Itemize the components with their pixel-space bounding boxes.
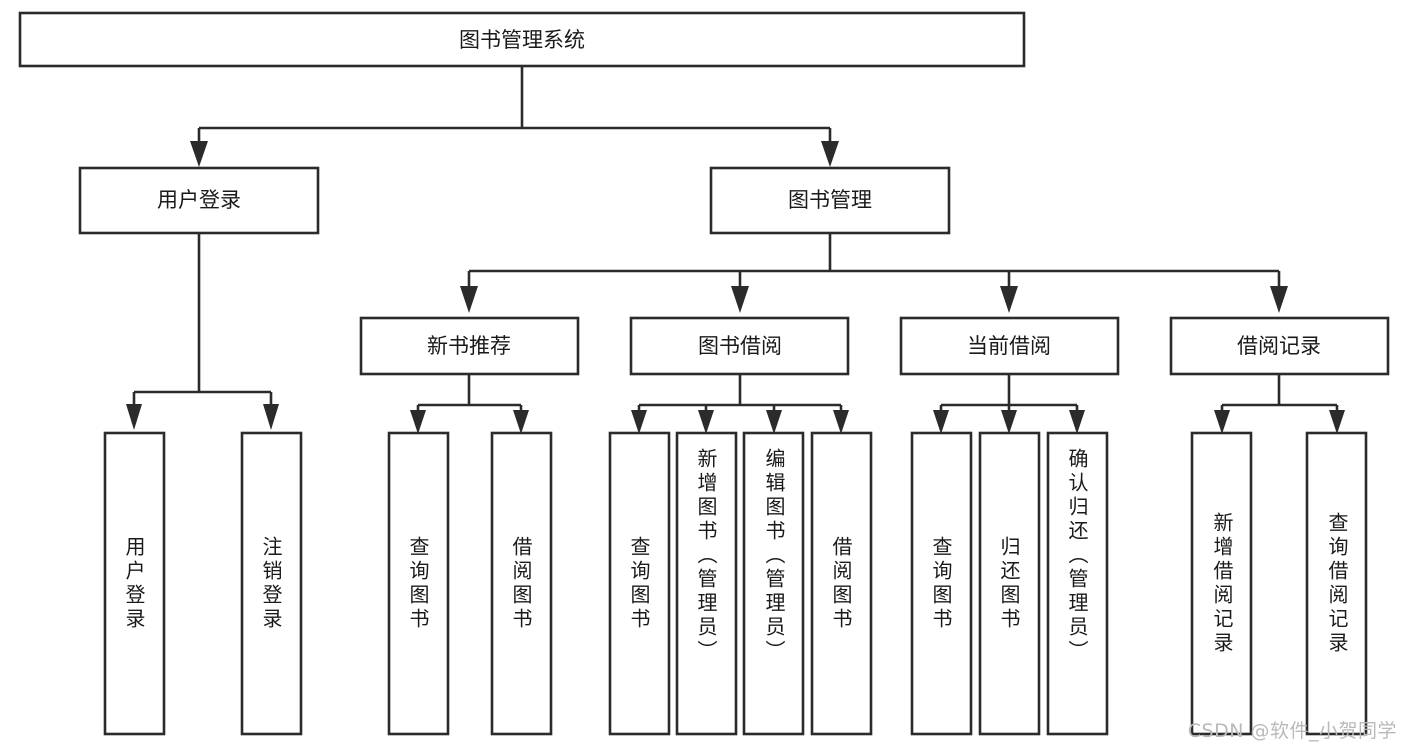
node-borrow-record[interactable]: 借阅记录 xyxy=(1169,316,1390,376)
arrowhead-leaf-user-login xyxy=(126,404,142,430)
arrowhead-leaf-user-logout xyxy=(263,404,279,430)
arrowhead-leaf-query-book-2 xyxy=(631,410,647,434)
arrowhead-user-login xyxy=(190,141,208,167)
node-leaf-query-book-2-label: 查询图书 xyxy=(627,536,651,632)
node-leaf-user-login[interactable]: 用户登录 xyxy=(103,431,166,736)
arrowhead-leaf-add-record xyxy=(1214,410,1230,434)
connector-group-root xyxy=(190,66,839,167)
node-leaf-user-logout[interactable]: 注销登录 xyxy=(240,431,303,736)
node-leaf-return-book-box[interactable] xyxy=(978,431,1041,736)
node-leaf-return-book[interactable]: 归还图书 xyxy=(978,431,1041,736)
connector-group-book-borrow xyxy=(631,374,849,434)
arrowhead-current-borrow xyxy=(1000,286,1018,313)
connector-group-borrow-record xyxy=(1214,374,1345,434)
node-leaf-add-record-label: 新增借阅记录 xyxy=(1210,512,1234,656)
node-leaf-edit-book-box[interactable] xyxy=(742,431,805,736)
node-leaf-query-book-1-label: 查询图书 xyxy=(406,536,430,632)
arrowhead-leaf-query-book-3 xyxy=(933,410,949,434)
connector-group-book-management xyxy=(460,233,1288,313)
node-current-borrow[interactable]: 当前借阅 xyxy=(899,316,1120,376)
node-leaf-query-book-1-box[interactable] xyxy=(387,431,450,736)
arrowhead-new-book-recommend xyxy=(460,286,478,313)
node-user-login[interactable]: 用户登录 xyxy=(78,166,320,235)
node-leaf-query-book-3[interactable]: 查询图书 xyxy=(910,431,973,736)
node-book-borrow-label: 图书借阅 xyxy=(698,334,782,358)
connector-group-new-book-recommend xyxy=(410,374,529,434)
node-borrow-record-label: 借阅记录 xyxy=(1237,334,1321,358)
node-leaf-add-book-label: 新增图书（管理员） xyxy=(694,448,718,664)
connector-group-user-login xyxy=(126,233,279,430)
node-leaf-borrow-book-2-label: 借阅图书 xyxy=(829,536,853,632)
node-leaf-query-record[interactable]: 查询借阅记录 xyxy=(1305,431,1368,736)
node-leaf-add-book-box[interactable] xyxy=(675,431,738,736)
arrowhead-leaf-borrow-book-1 xyxy=(513,410,529,434)
node-book-management-box[interactable] xyxy=(709,166,951,235)
node-leaf-edit-book[interactable]: 编辑图书（管理员） xyxy=(742,431,805,736)
arrowhead-book-management xyxy=(821,141,839,167)
node-new-book-recommend-label: 新书推荐 xyxy=(427,334,511,358)
node-leaf-user-logout-box[interactable] xyxy=(240,431,303,736)
node-new-book-recommend[interactable]: 新书推荐 xyxy=(359,316,580,376)
node-current-borrow-label: 当前借阅 xyxy=(967,334,1051,358)
node-root-box[interactable] xyxy=(18,11,1026,68)
node-leaf-add-record[interactable]: 新增借阅记录 xyxy=(1190,431,1253,736)
node-leaf-borrow-book-2-box[interactable] xyxy=(810,431,873,736)
node-leaf-query-book-2[interactable]: 查询图书 xyxy=(608,431,671,736)
arrowhead-leaf-query-book-1 xyxy=(410,410,426,434)
node-new-book-recommend-box[interactable] xyxy=(359,316,580,376)
node-root-label: 图书管理系统 xyxy=(459,28,585,52)
node-leaf-user-logout-label: 注销登录 xyxy=(259,536,283,632)
node-leaf-query-record-label: 查询借阅记录 xyxy=(1325,512,1349,656)
node-book-borrow-box[interactable] xyxy=(629,316,850,376)
arrowhead-leaf-return-book xyxy=(1001,410,1017,434)
node-leaf-borrow-book-1-label: 借阅图书 xyxy=(509,536,533,632)
connector-group-current-borrow xyxy=(933,374,1085,434)
arrowhead-book-borrow xyxy=(731,286,749,313)
node-leaf-user-login-label: 用户登录 xyxy=(122,536,146,632)
node-leaf-add-record-box[interactable] xyxy=(1190,431,1253,736)
arrowhead-leaf-edit-book xyxy=(766,410,782,434)
node-leaf-borrow-book-1[interactable]: 借阅图书 xyxy=(490,431,553,736)
node-leaf-borrow-book-1-box[interactable] xyxy=(490,431,553,736)
node-borrow-record-box[interactable] xyxy=(1169,316,1390,376)
arrowhead-leaf-query-record xyxy=(1329,410,1345,434)
node-book-management-label: 图书管理 xyxy=(788,188,872,212)
node-leaf-edit-book-label: 编辑图书（管理员） xyxy=(762,448,786,664)
node-leaf-query-book-2-box[interactable] xyxy=(608,431,671,736)
node-leaf-query-book-1[interactable]: 查询图书 xyxy=(387,431,450,736)
node-leaf-query-book-3-box[interactable] xyxy=(910,431,973,736)
node-leaf-confirm-return-label: 确认归还（管理员） xyxy=(1065,448,1089,664)
node-leaf-query-book-3-label: 查询图书 xyxy=(929,536,953,632)
node-book-borrow[interactable]: 图书借阅 xyxy=(629,316,850,376)
arrowhead-borrow-record xyxy=(1270,286,1288,313)
arrowhead-leaf-add-book xyxy=(698,410,714,434)
node-root[interactable]: 图书管理系统 xyxy=(18,11,1026,68)
node-leaf-user-login-box[interactable] xyxy=(103,431,166,736)
arrowhead-leaf-confirm-return xyxy=(1069,410,1085,434)
node-user-login-box[interactable] xyxy=(78,166,320,235)
node-leaf-confirm-return[interactable]: 确认归还（管理员） xyxy=(1046,431,1109,736)
arrowhead-leaf-borrow-book-2 xyxy=(833,410,849,434)
node-leaf-borrow-book-2[interactable]: 借阅图书 xyxy=(810,431,873,736)
node-book-management[interactable]: 图书管理 xyxy=(709,166,951,235)
node-leaf-add-book[interactable]: 新增图书（管理员） xyxy=(675,431,738,736)
node-user-login-label: 用户登录 xyxy=(157,188,241,212)
node-leaf-return-book-label: 归还图书 xyxy=(997,536,1021,632)
node-leaf-query-record-box[interactable] xyxy=(1305,431,1368,736)
node-current-borrow-box[interactable] xyxy=(899,316,1120,376)
node-leaf-confirm-return-box[interactable] xyxy=(1046,431,1109,736)
